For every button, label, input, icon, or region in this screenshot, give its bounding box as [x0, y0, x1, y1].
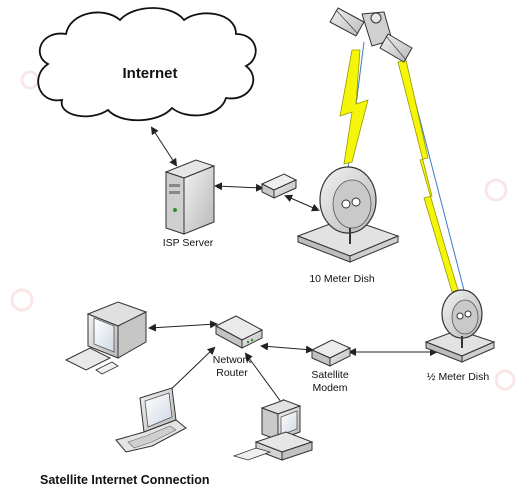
- network-switch-icon: [260, 173, 298, 199]
- isp-server-label: ISP Server: [163, 237, 214, 249]
- connections: [148, 126, 438, 408]
- ten-meter-dish-label: 10 Meter Dish: [309, 273, 375, 285]
- desktop-computer-icon: [64, 301, 148, 375]
- lightning-bolt-big: [339, 49, 369, 165]
- internet-cloud: Internet: [37, 7, 257, 122]
- half-meter-dish-icon: [424, 289, 496, 363]
- isp-server-icon: [164, 159, 216, 235]
- ten-meter-dish-icon: [296, 166, 400, 263]
- link-isp-switch: [214, 182, 264, 192]
- satellite-links: [339, 41, 467, 299]
- satellite-icon: [329, 7, 413, 63]
- satellite-modem-icon: [310, 339, 352, 367]
- modem-label-line2: Modem: [312, 382, 347, 394]
- diagram-title: Satellite Internet Connection: [40, 473, 209, 487]
- laptop-icon: [115, 387, 187, 453]
- internet-label: Internet: [122, 65, 177, 82]
- half-meter-dish-label: ½ Meter Dish: [427, 371, 490, 383]
- lightning-bolt-small: [397, 59, 459, 293]
- link-internet-isp: [150, 126, 178, 167]
- workstation-icon: [232, 399, 314, 461]
- link-desktop-router: [148, 320, 218, 332]
- link-switch-dish: [284, 194, 320, 212]
- network-router-icon: [214, 315, 264, 349]
- router-label-line2: Router: [216, 367, 248, 379]
- link-router-modem: [260, 342, 314, 354]
- link-router-pc: [244, 352, 286, 408]
- router-label-line1: Network: [213, 354, 252, 366]
- modem-label-line1: Satellite: [311, 369, 349, 381]
